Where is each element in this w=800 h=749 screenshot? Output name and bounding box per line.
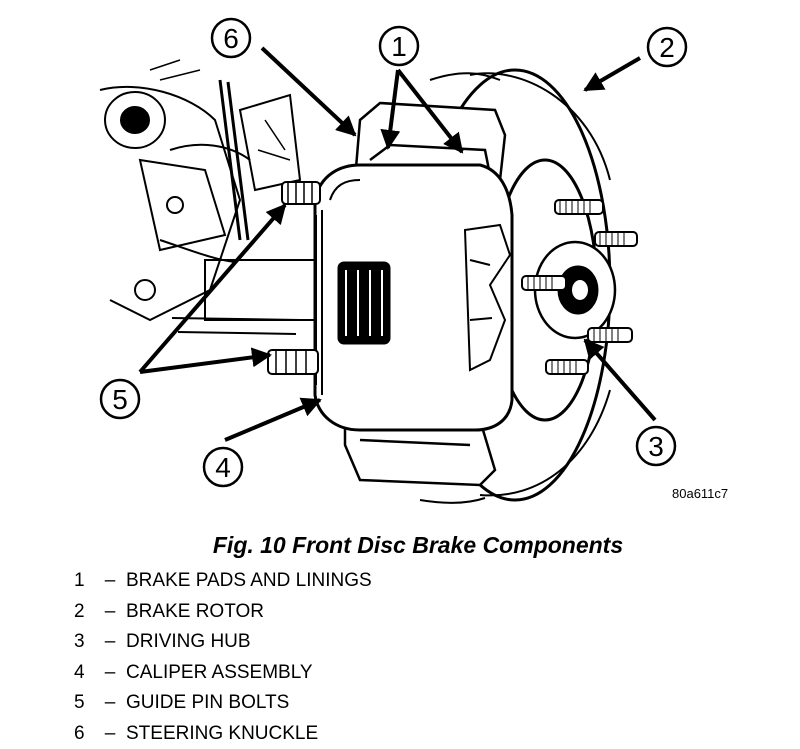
callout-5-number: 5 [112, 384, 128, 415]
legend-item: 1–BRAKE PADS AND LININGS [74, 566, 372, 597]
legend-item: 4–CALIPER ASSEMBLY [74, 658, 372, 689]
legend-label: DRIVING HUB [126, 631, 251, 652]
legend-item: 6–STEERING KNUCKLE [74, 719, 372, 749]
figure-title: Fig. 10 Front Disc Brake Components [0, 532, 800, 559]
guide-pin-bolts-drawing [268, 182, 320, 374]
callout-2-number: 2 [659, 32, 675, 63]
callout-6: 6 [212, 19, 250, 57]
callout-2: 2 [648, 28, 686, 66]
callout-6-number: 6 [223, 23, 239, 54]
legend-item: 2–BRAKE ROTOR [74, 597, 372, 628]
callout-1-number: 1 [391, 31, 407, 62]
callout-5: 5 [101, 380, 139, 418]
legend-item: 3–DRIVING HUB [74, 627, 372, 658]
callout-4-number: 4 [215, 452, 231, 483]
callout-3-number: 3 [648, 431, 664, 462]
legend-label: GUIDE PIN BOLTS [126, 692, 289, 713]
callout-1: 1 [380, 27, 418, 65]
legend-item: 5–GUIDE PIN BOLTS [74, 688, 372, 719]
legend-separator: – [94, 688, 126, 719]
legend-number: 6 [74, 719, 94, 749]
legend-label: BRAKE ROTOR [126, 601, 264, 622]
legend-list: 1–BRAKE PADS AND LININGS 2–BRAKE ROTOR 3… [74, 566, 372, 749]
caliper-assembly-drawing [315, 165, 512, 430]
legend-label: STEERING KNUCKLE [126, 723, 318, 744]
legend-label: CALIPER ASSEMBLY [126, 662, 313, 683]
legend-number: 4 [74, 658, 94, 689]
callout-3: 3 [637, 427, 675, 465]
drawing-code: 80a611c7 [672, 486, 728, 501]
legend-label: BRAKE PADS AND LININGS [126, 570, 372, 591]
brake-assembly-illustration: 6 1 2 5 3 4 [0, 0, 800, 520]
legend-separator: – [94, 566, 126, 597]
legend-separator: – [94, 719, 126, 749]
legend-separator: – [94, 597, 126, 628]
driving-hub-drawing [493, 160, 637, 420]
legend-number: 2 [74, 597, 94, 628]
legend-number: 1 [74, 566, 94, 597]
legend-separator: – [94, 658, 126, 689]
legend-number: 5 [74, 688, 94, 719]
legend-number: 3 [74, 627, 94, 658]
callout-4: 4 [204, 448, 242, 486]
legend-separator: – [94, 627, 126, 658]
